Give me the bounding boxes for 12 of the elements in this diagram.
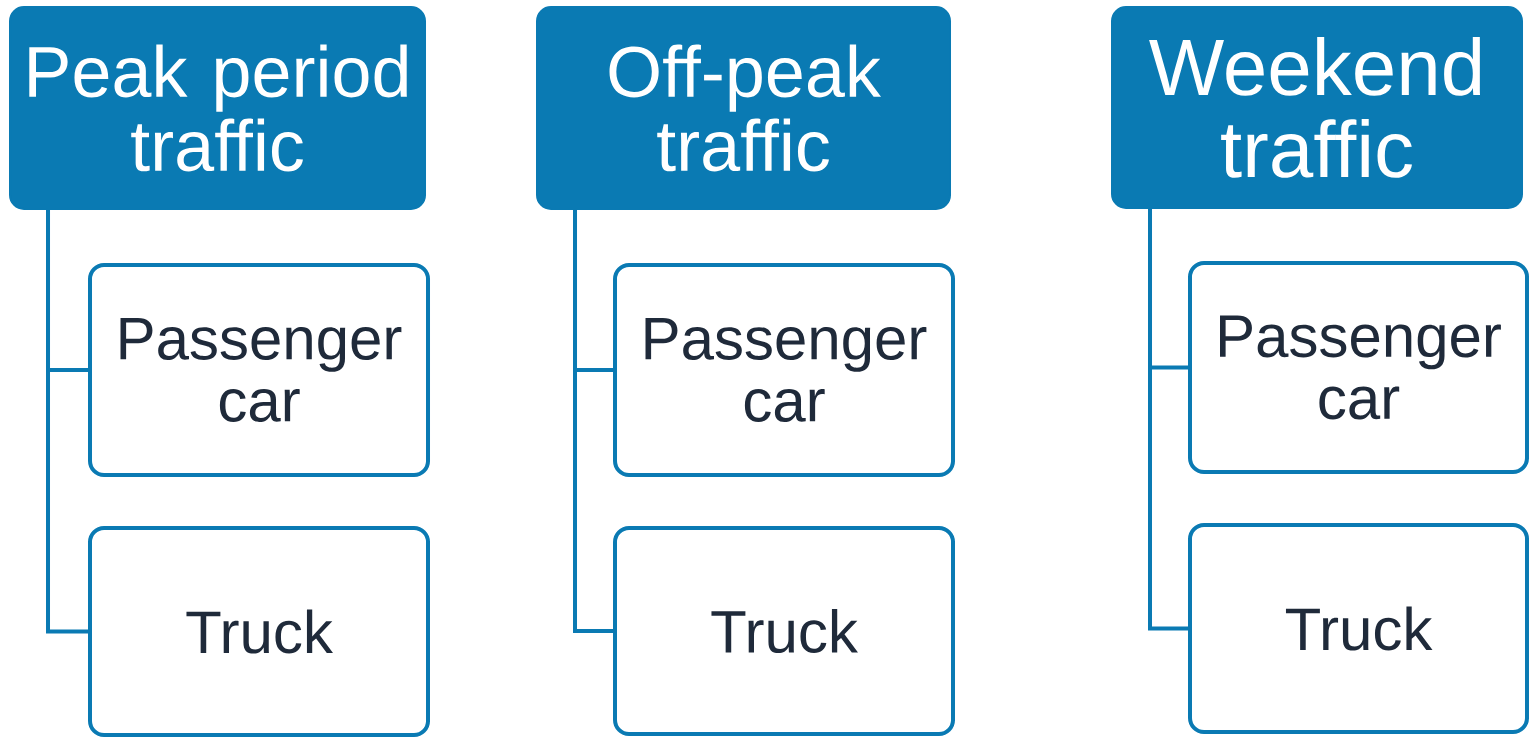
category-box: Peak period traffic: [9, 6, 426, 210]
vehicle-box: Truck: [1188, 523, 1529, 734]
category-box: Off-peak traffic: [536, 6, 951, 210]
connector: [1148, 209, 1188, 631]
vehicle-box: Passenger car: [1188, 261, 1529, 474]
vehicle-box: Passenger car: [88, 263, 430, 477]
vehicle-box: Passenger car: [613, 263, 955, 477]
vehicle-box: Truck: [613, 526, 955, 736]
category-box: Weekend traffic: [1111, 6, 1523, 209]
connector: [46, 210, 88, 634]
vehicle-box: Truck: [88, 526, 430, 737]
connector: [573, 210, 613, 633]
